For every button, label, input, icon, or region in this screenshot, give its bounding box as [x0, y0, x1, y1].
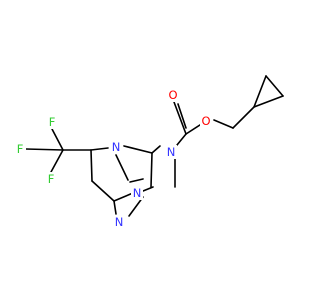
svg-text:N: N: [167, 145, 176, 159]
bond-line: [142, 186, 154, 192]
bond-line: [90, 147, 109, 151]
bond-line: [151, 145, 161, 154]
bond-line: [253, 75, 267, 108]
svg-text:F: F: [17, 142, 24, 156]
bond-line: [90, 149, 93, 182]
nitrogen-atom-triazole-2: N: [113, 215, 125, 229]
molecule-structure-diagram: F F F N N N N O: [14, 75, 284, 229]
bond-line: [51, 128, 64, 151]
nitrogen-atom-carbamate: N: [165, 145, 177, 159]
bond-line: [150, 152, 153, 188]
bond-line: [232, 106, 255, 129]
fluorine-atom-top: F: [46, 115, 58, 129]
bond-line: [123, 145, 153, 154]
oxygen-atom-carbonyl: O: [167, 88, 179, 102]
nitrogen-atom-ring-fusion: N: [110, 140, 122, 154]
svg-text:N: N: [115, 215, 124, 229]
bond-line: [115, 154, 129, 181]
bond-line: [173, 101, 187, 135]
svg-text:N: N: [133, 186, 142, 200]
svg-text:O: O: [201, 114, 210, 128]
fluorine-atom-left: F: [14, 142, 26, 156]
bond-line: [128, 196, 144, 217]
bond-line: [265, 75, 284, 97]
bond-line: [253, 95, 284, 108]
nitrogen-atom-triazole-1: N: [131, 186, 143, 200]
bond-line: [176, 133, 187, 146]
atom-label-layer: F F F N N N N O: [14, 88, 212, 229]
bond-line: [177, 103, 187, 129]
fluorine-atom-bottom: F: [45, 172, 57, 186]
bond-line: [25, 148, 64, 151]
svg-text:O: O: [168, 88, 177, 102]
bond-line: [113, 200, 117, 215]
oxygen-atom-ester: O: [200, 114, 212, 128]
svg-text:F: F: [49, 115, 56, 129]
bond-line: [91, 180, 115, 202]
bond-line: [129, 178, 144, 183]
bond-layer: [25, 75, 284, 217]
bond-line: [113, 192, 134, 202]
svg-text:F: F: [48, 172, 55, 186]
svg-text:N: N: [112, 140, 121, 154]
bond-line: [213, 119, 234, 129]
bond-line: [50, 149, 64, 173]
